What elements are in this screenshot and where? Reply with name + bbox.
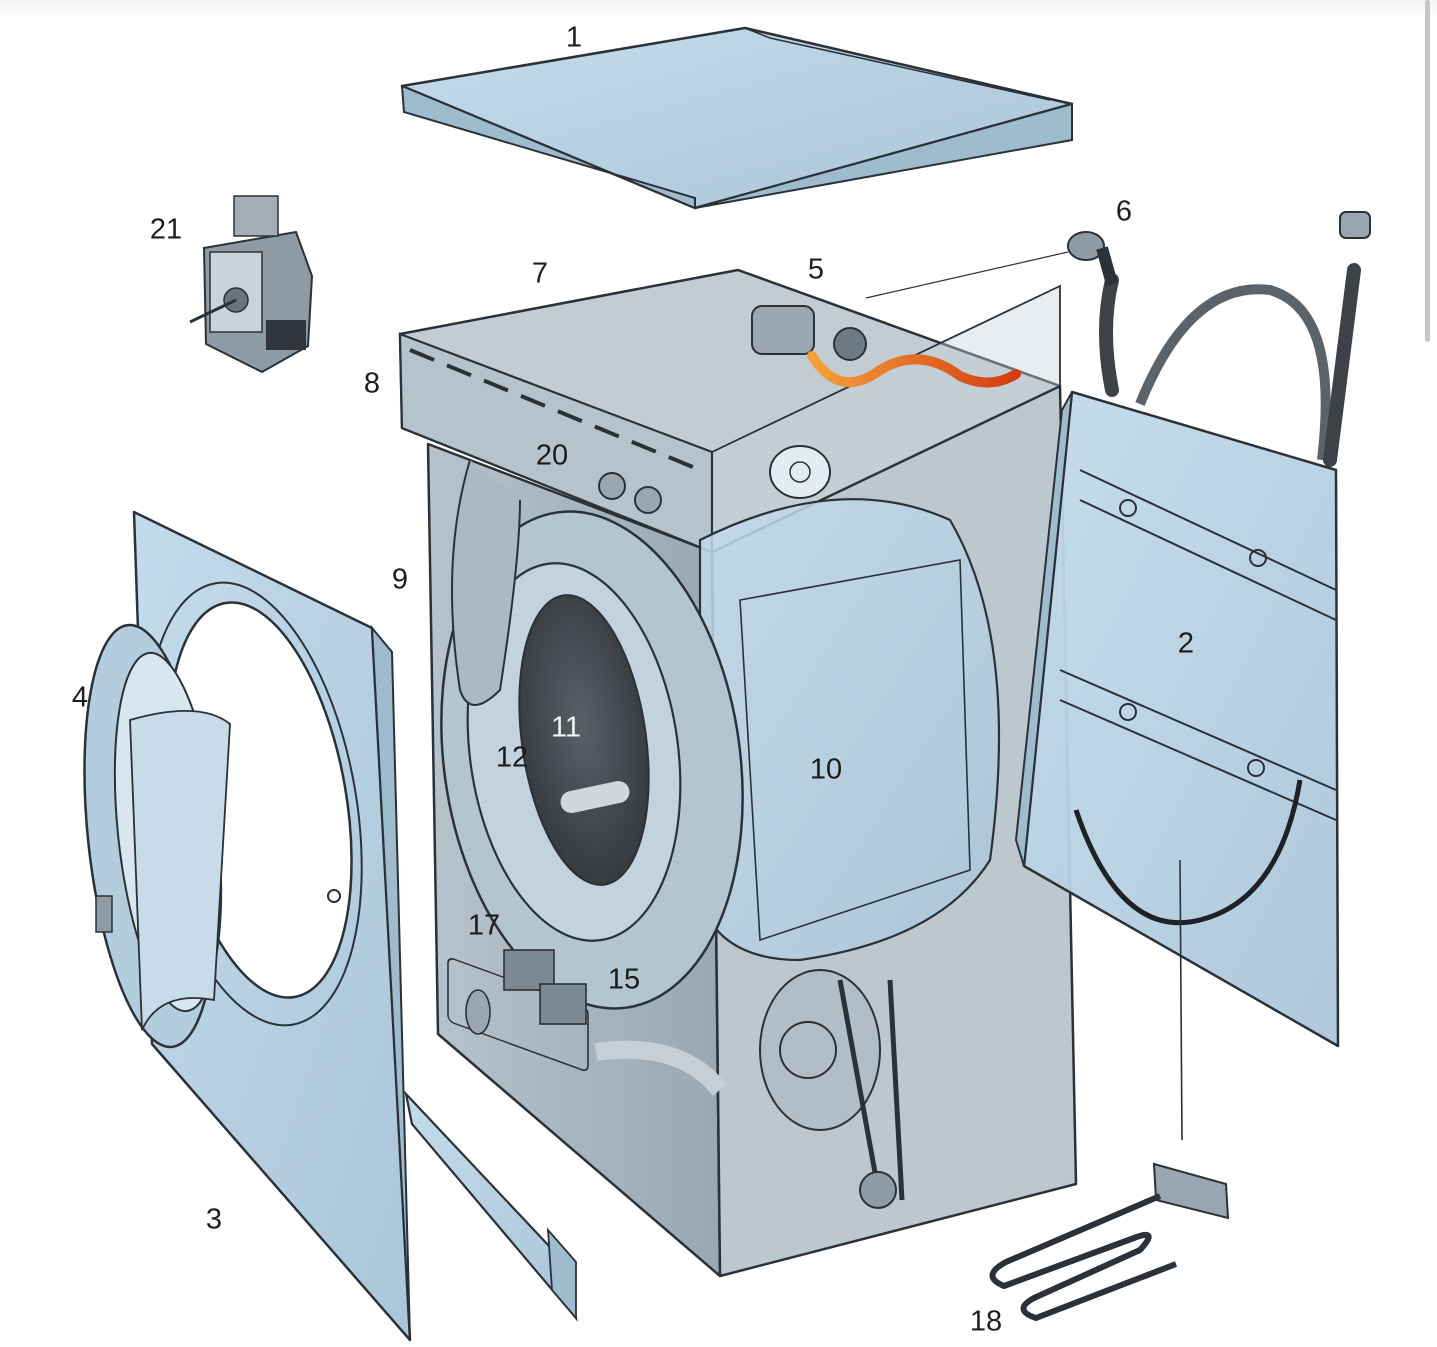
label-part-12: 12 [495,741,529,774]
rear-panel [1014,390,1340,1048]
label-part-1: 1 [565,21,583,54]
inlet-hose [1067,211,1371,467]
inlet-valve [751,305,1021,388]
label-part-4: 4 [71,681,89,714]
label-part-7: 7 [531,257,549,290]
drain-pump [503,949,587,1025]
tub [698,445,1001,962]
label-part-3: 3 [205,1203,223,1236]
label-part-10: 10 [809,753,843,786]
label-part-9: 9 [391,563,409,596]
label-part-5: 5 [807,253,825,286]
label-part-6: 6 [1115,195,1133,228]
label-part-21: 21 [149,213,183,246]
label-part-8: 8 [363,367,381,400]
program-selector-module [189,195,314,374]
drum-assembly [440,510,744,1010]
label-part-15: 15 [607,963,641,996]
scrollbar[interactable] [1423,0,1433,342]
leader-line-6 [865,251,1069,299]
label-part-20: 20 [535,439,569,472]
screen-top-edge [0,0,1437,18]
label-part-11: 11 [550,711,582,744]
kick-plate [404,1090,578,1322]
heating-element [989,859,1230,1321]
fill-hose [451,459,521,706]
door [83,623,231,1049]
motor [594,969,905,1209]
label-part-18: 18 [969,1305,1003,1338]
label-part-17: 17 [467,909,501,942]
top-cover [400,26,1074,210]
label-part-2: 2 [1177,627,1195,660]
